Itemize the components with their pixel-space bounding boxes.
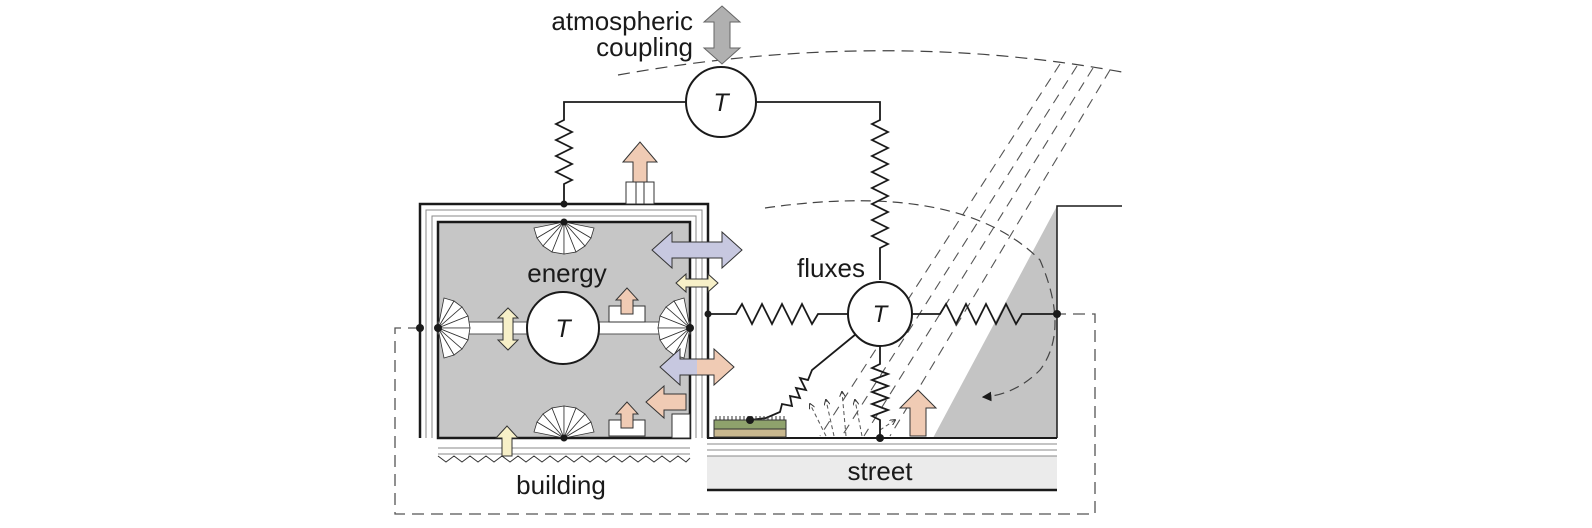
street-label: street [847, 456, 913, 486]
heat-source-lower [608, 401, 646, 437]
exchange-arrow-mixed [659, 347, 735, 387]
canyon-circulation [764, 200, 1056, 402]
svg-text:T: T [873, 301, 890, 328]
atmospheric-coupling-arrow [702, 5, 742, 65]
street-heat-arrow [898, 389, 938, 437]
roof-heat-arrow [621, 141, 659, 183]
svg-text:T: T [713, 89, 730, 117]
energy-label: energy [527, 258, 607, 288]
radiation-fan-bottom [533, 405, 595, 439]
window-frame [671, 413, 691, 439]
fluxes-label: fluxes [797, 253, 865, 283]
heat-source-upper [608, 287, 646, 323]
ground-heat-arrow [494, 425, 520, 457]
svg-text:T: T [555, 315, 572, 343]
reflected-radiation [810, 392, 895, 437]
radiation-fan-right [657, 297, 691, 359]
roof-vent [625, 181, 655, 205]
canyon-temp-node: T [847, 281, 913, 347]
radiation-fan-top [533, 221, 595, 255]
node-dots [416, 200, 1061, 442]
interior-vertical-arrow [496, 307, 520, 351]
radiation-fan-left [437, 297, 471, 359]
atmospheric-label-line1: atmospheric [551, 6, 693, 36]
wall-outline [1056, 205, 1122, 438]
atmosphere-temp-node: T [685, 66, 757, 138]
exchange-arrow-lavender [651, 230, 743, 270]
atmospheric-label-line2: coupling [596, 32, 693, 62]
building-label: building [516, 470, 606, 500]
dashed-boundary [394, 313, 1096, 515]
inflow-arrow-peach [645, 384, 687, 420]
building-temp-node: T [526, 291, 600, 365]
sky-dome-arc [617, 50, 1123, 76]
resistor-network [553, 101, 1057, 438]
exchange-arrow-cream [675, 272, 719, 294]
solar-rays [819, 63, 1111, 437]
